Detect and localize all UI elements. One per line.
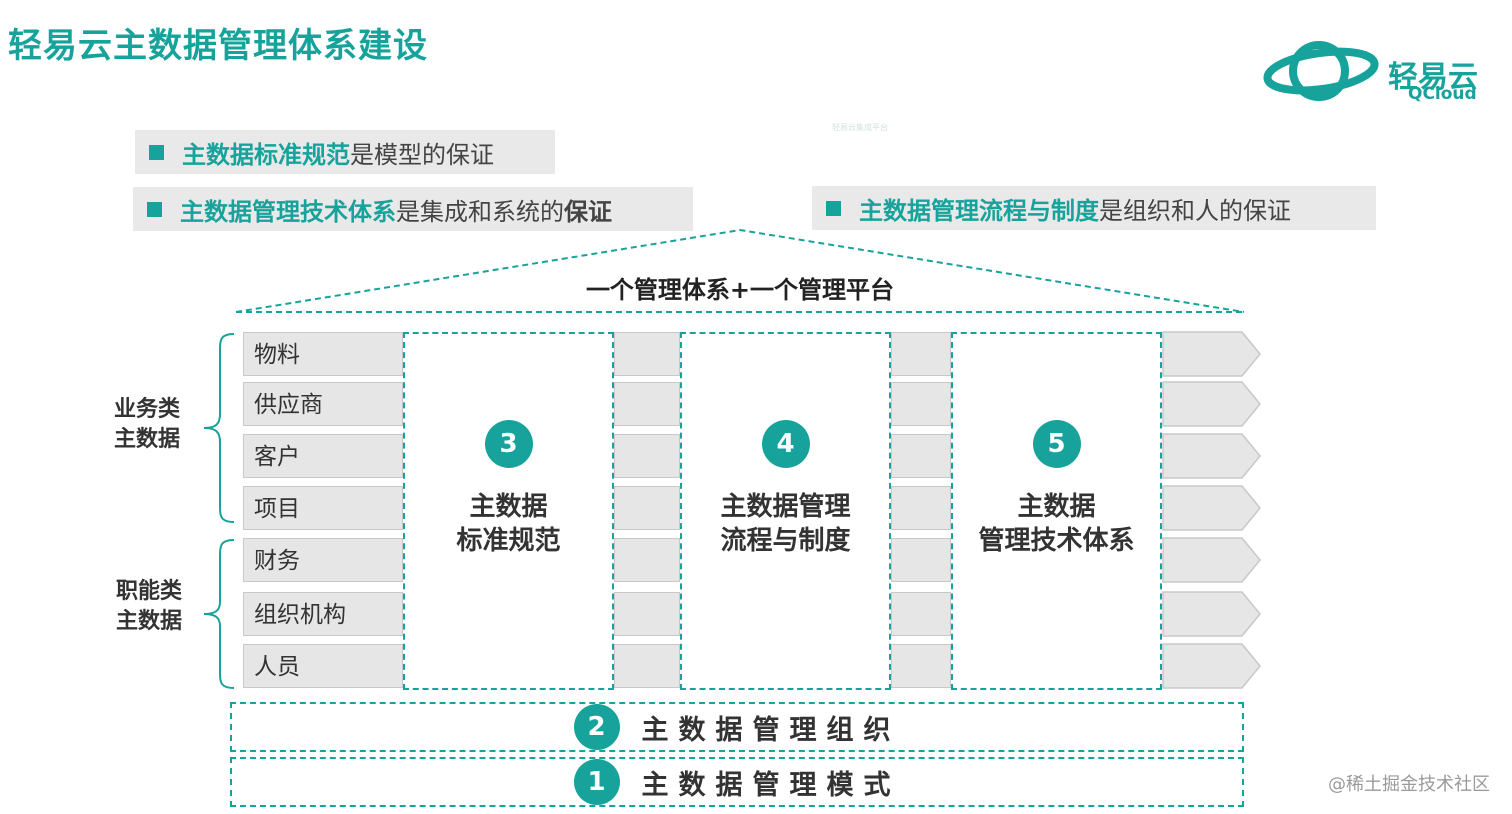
- banner-text: 是模型的保证: [350, 140, 494, 169]
- pillar-title-line2: 标准规范: [456, 526, 561, 556]
- pillar-technology: 5 主数据 管理技术体系: [951, 332, 1162, 690]
- row-gap-cell: [891, 486, 951, 530]
- pillar-title-line1: 主数据: [469, 492, 548, 522]
- row-arrow-icon: [1162, 537, 1261, 583]
- row-gap-cell: [891, 382, 951, 426]
- row-gap-cell: [614, 644, 680, 688]
- roof-outline: [235, 228, 1245, 313]
- square-bullet-icon: [147, 201, 162, 217]
- banner-standard: 主数据标准规范是模型的保证: [135, 130, 555, 174]
- foundation-label: 主数据管理模式: [641, 769, 901, 801]
- row-gap-cell: [891, 538, 951, 582]
- pillar-title: 主数据 标准规范: [405, 490, 612, 558]
- pillar-title: 主数据管理 流程与制度: [682, 490, 889, 558]
- row-arrow-icon: [1162, 485, 1261, 531]
- banner-text: 是集成和系统的: [396, 197, 564, 226]
- banner-highlight: 主数据标准规范: [182, 140, 350, 169]
- banner-process: 主数据管理流程与制度是组织和人的保证: [812, 186, 1376, 230]
- pillar-title-line1: 主数据: [1017, 492, 1096, 522]
- row-label-organization: 组织机构: [243, 592, 403, 636]
- row-label-finance: 财务: [243, 538, 403, 582]
- pillar-title-line2: 管理技术体系: [978, 526, 1135, 556]
- group-label-business-line: 业务类 主数据: [113, 397, 180, 452]
- watermark: @稀土掘金技术社区: [1328, 774, 1490, 795]
- banner-highlight: 主数据管理流程与制度: [859, 196, 1099, 225]
- row-gap-cell: [891, 332, 951, 376]
- group-label-business: 业务类 主数据: [102, 395, 192, 455]
- row-label-material: 物料: [243, 332, 403, 376]
- page-title: 轻易云主数据管理体系建设: [8, 26, 428, 66]
- row-gap-cell: [891, 644, 951, 688]
- row-arrow-icon: [1162, 433, 1261, 479]
- logo-subtext: QCloud: [1408, 84, 1477, 104]
- pillar-title: 主数据 管理技术体系: [953, 490, 1160, 558]
- brace-business: [203, 333, 235, 523]
- row-gap-cell: [614, 592, 680, 636]
- banner-text-bold: 保证: [564, 197, 612, 226]
- foundation-number-badge: 1: [573, 759, 620, 805]
- logo-text: 轻易云: [1388, 60, 1478, 95]
- row-label-supplier: 供应商: [243, 382, 403, 426]
- banner-text: 是组织和人的保证: [1099, 196, 1291, 225]
- row-label-personnel: 人员: [243, 644, 403, 688]
- row-arrow-icon: [1162, 591, 1261, 637]
- pillar-number-badge: 5: [1032, 420, 1081, 468]
- row-gap-cell: [614, 332, 680, 376]
- pillar-standard: 3 主数据 标准规范: [403, 332, 614, 690]
- pillar-process: 4 主数据管理 流程与制度: [680, 332, 891, 690]
- pillar-title-line1: 主数据管理: [720, 492, 851, 522]
- banner-technology: 主数据管理技术体系是集成和系统的保证: [133, 187, 693, 231]
- row-arrow-icon: [1162, 331, 1261, 377]
- square-bullet-icon: [149, 144, 164, 160]
- foundation-number-badge: 2: [573, 704, 620, 750]
- row-label-project: 项目: [243, 486, 403, 530]
- brace-functional: [203, 539, 235, 689]
- banner-highlight: 主数据管理技术体系: [180, 197, 396, 226]
- row-arrow-icon: [1162, 381, 1261, 427]
- foundation-label: 主数据管理组织: [641, 714, 901, 746]
- pillar-number-badge: 4: [761, 420, 810, 468]
- roof-title: 一个管理体系+一个管理平台: [585, 276, 895, 304]
- faint-watermark: 轻易云集成平台: [832, 123, 888, 132]
- row-gap-cell: [614, 434, 680, 478]
- row-arrow-icon: [1162, 643, 1261, 689]
- row-gap-cell: [614, 486, 680, 530]
- pillar-title-line2: 流程与制度: [720, 526, 851, 556]
- foundation-organization: 2 主数据管理组织: [230, 702, 1244, 752]
- row-label-customer: 客户: [243, 434, 403, 478]
- square-bullet-icon: [826, 200, 841, 216]
- group-label-functional: 职能类 主数据: [104, 577, 194, 637]
- group-label-functional-line: 职能类 主数据: [115, 579, 182, 634]
- row-gap-cell: [614, 538, 680, 582]
- foundation-mode: 1 主数据管理模式: [230, 757, 1244, 807]
- row-gap-cell: [614, 382, 680, 426]
- row-gap-cell: [891, 592, 951, 636]
- pillar-number-badge: 3: [484, 420, 533, 468]
- qcloud-logo-icon: [1263, 41, 1379, 101]
- row-gap-cell: [891, 434, 951, 478]
